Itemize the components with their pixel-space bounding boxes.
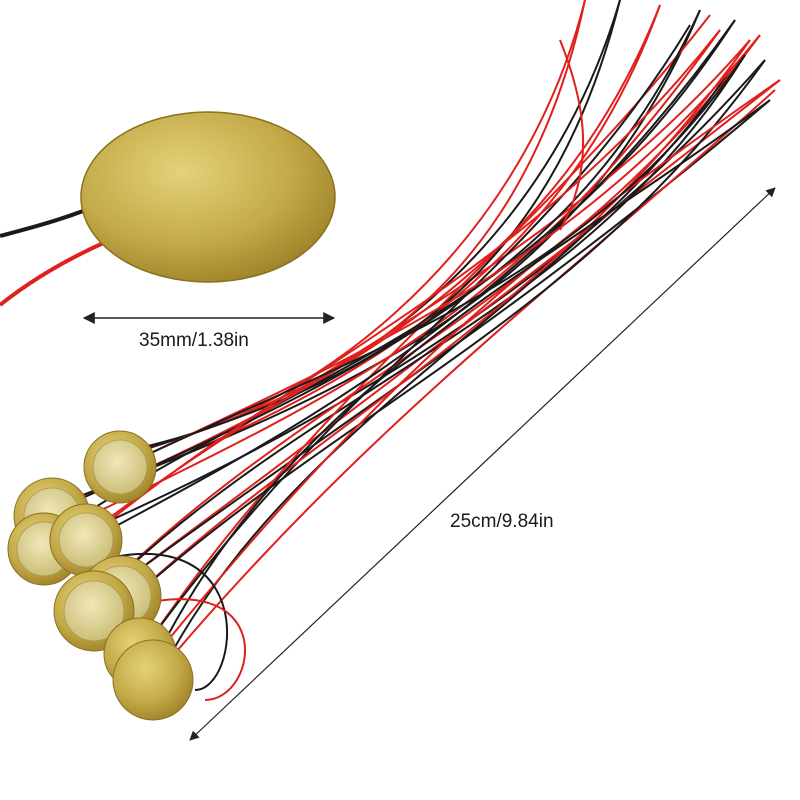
- length-label: 25cm/9.84in: [450, 511, 554, 532]
- red-wire: [129, 39, 751, 601]
- red-wire: [559, 39, 585, 231]
- piezo-disc-back: [112, 639, 194, 721]
- piezo-disc: [49, 503, 123, 577]
- black-wire: [159, 99, 771, 651]
- red-wire: [79, 29, 721, 546]
- piezo-disc: [83, 430, 157, 504]
- small-discs-group: [7, 430, 194, 721]
- length-arrow: [189, 187, 776, 741]
- closeup-red-wire: [0, 238, 111, 307]
- red-wire: [164, 89, 776, 666]
- black-wire: [99, 59, 766, 526]
- red-wire: [159, 79, 781, 651]
- closeup-brass-disc: [80, 111, 336, 283]
- wire-bundle: [54, 0, 781, 701]
- closeup-disc-group: [0, 111, 336, 307]
- red-wire: [59, 29, 721, 531]
- black-wire: [79, 19, 736, 546]
- diameter-label: 35mm/1.38in: [139, 330, 249, 351]
- red-wire: [124, 79, 781, 581]
- red-wire: [149, 14, 711, 641]
- red-wire: [119, 598, 246, 701]
- black-wire: [94, 54, 746, 481]
- black-wire: [54, 9, 701, 511]
